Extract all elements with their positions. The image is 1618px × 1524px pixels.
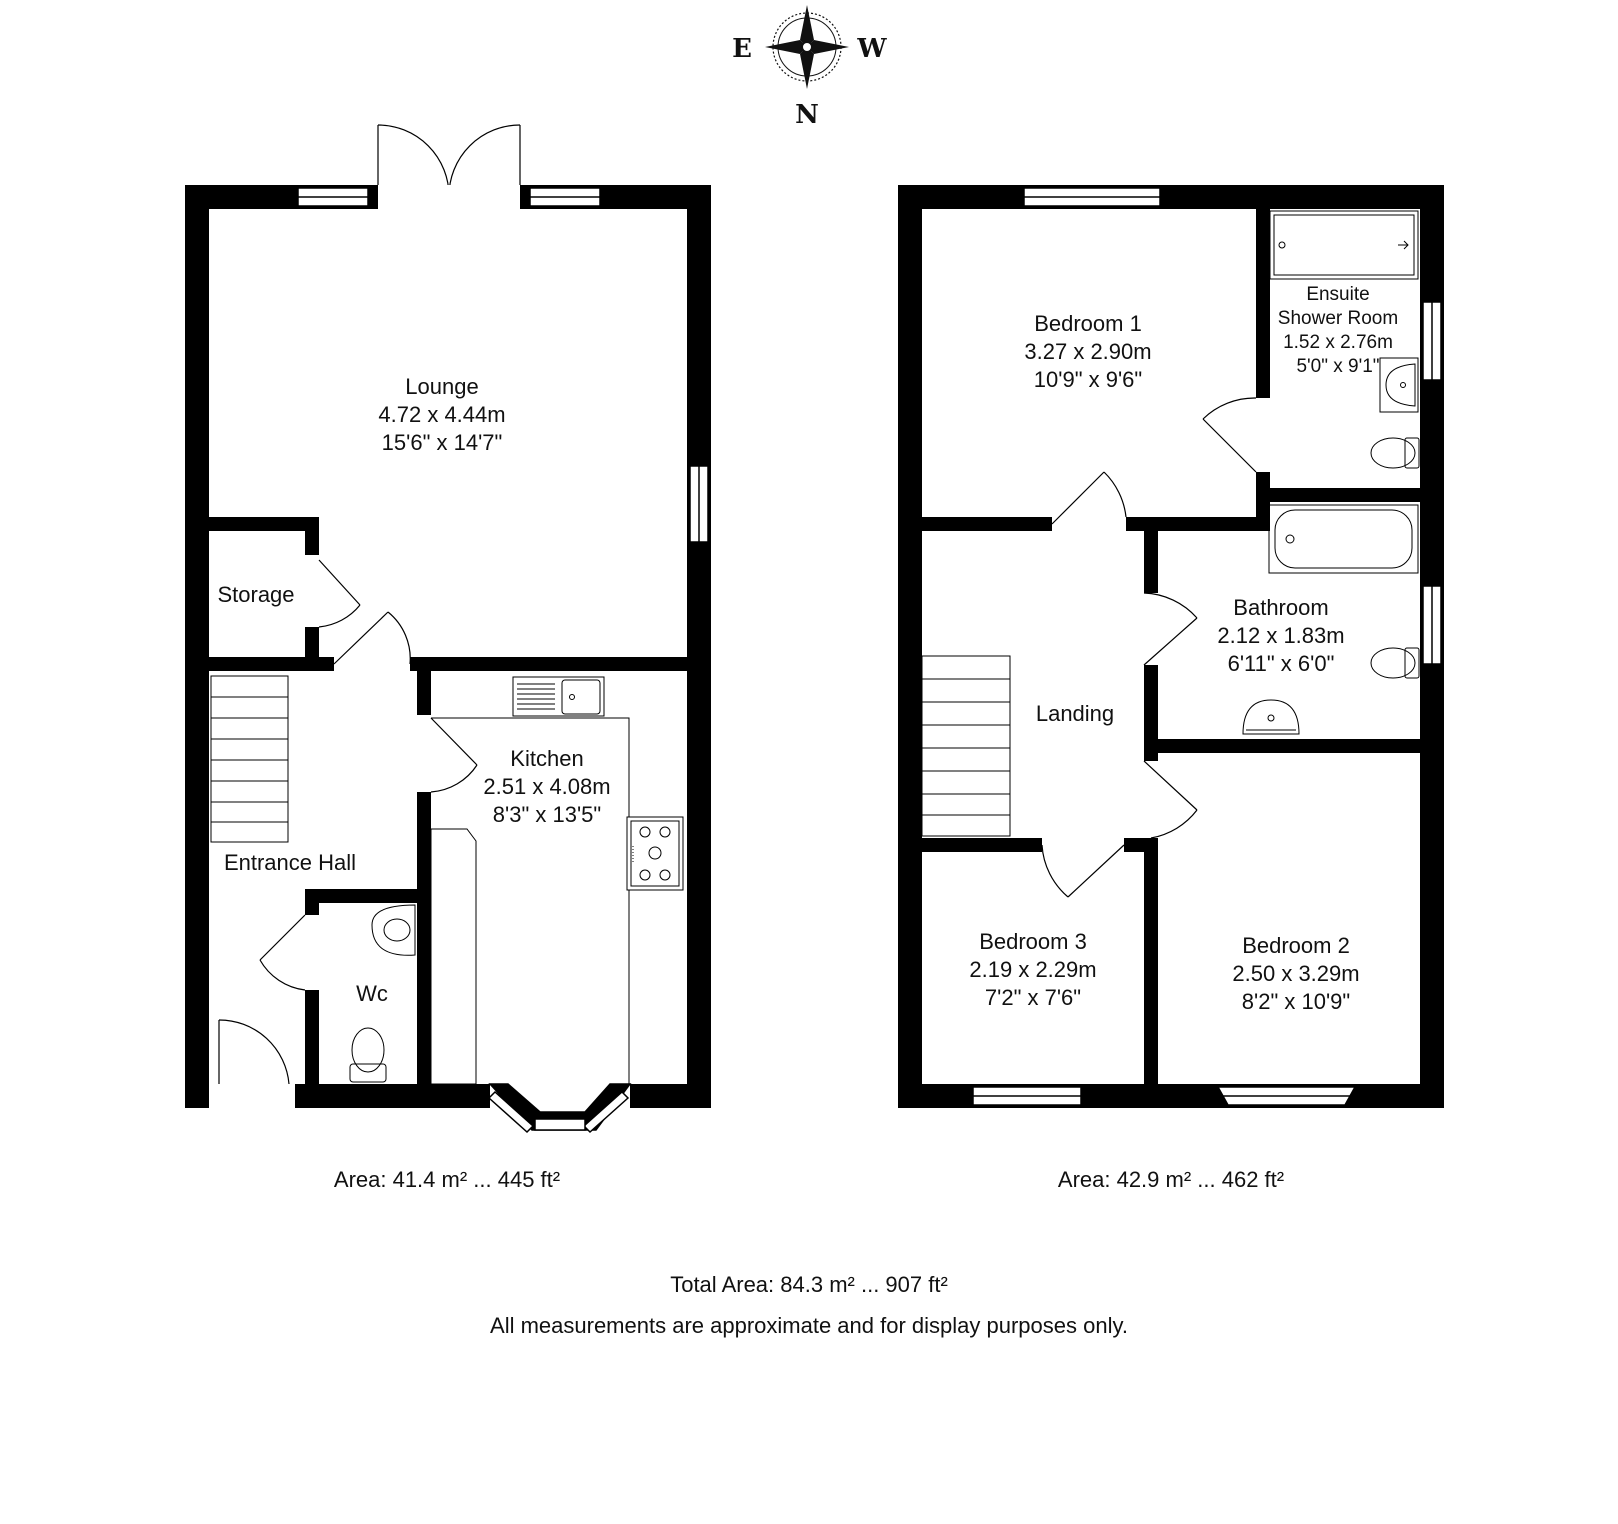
bathroom-imperial: 6'11" x 6'0": [1228, 651, 1335, 676]
ground-floor-windows: [297, 187, 709, 543]
kitchen-name: Kitchen: [510, 746, 583, 771]
bedroom3-label: Bedroom 3 2.19 x 2.29m 7'2" x 7'6": [969, 929, 1096, 1010]
compass-west-label: W: [856, 34, 887, 64]
bedroom1-label: Bedroom 1 3.27 x 2.90m 10'9" x 9'6": [1024, 311, 1151, 392]
bedroom2-metric: 2.50 x 3.29m: [1232, 961, 1359, 986]
first-floor-area: Area: 42.9 m² ... 462 ft²: [1058, 1167, 1284, 1192]
bedroom1-name: Bedroom 1: [1034, 311, 1142, 336]
bathroom-name: Bathroom: [1233, 595, 1328, 620]
ensuite-name-line2: Shower Room: [1278, 308, 1398, 329]
ground-floor-area: Area: 41.4 m² ... 445 ft²: [334, 1167, 560, 1192]
first-floor-stairs: [921, 655, 1011, 837]
ground-floor-doors: [259, 559, 478, 991]
french-doors: [377, 124, 521, 209]
entrance-hall-label: Entrance Hall: [224, 850, 356, 875]
ground-floor-plan: Lounge 4.72 x 4.44m 15'6" x 14'7" Storag…: [185, 124, 711, 1134]
ensuite-fittings: [1269, 210, 1420, 469]
bathroom-fittings: [1242, 504, 1420, 735]
kitchen-metric: 2.51 x 4.08m: [483, 774, 610, 799]
lounge-metric: 4.72 x 4.44m: [378, 402, 505, 427]
kitchen-imperial: 8'3" x 13'5": [493, 802, 601, 827]
lounge-imperial: 15'6" x 14'7": [382, 430, 503, 455]
front-door: [209, 1019, 295, 1108]
landing-label: Landing: [1036, 701, 1114, 726]
storage-label: Storage: [217, 582, 294, 607]
wc-label: Wc: [356, 981, 388, 1006]
bedroom3-metric: 2.19 x 2.29m: [969, 957, 1096, 982]
bedroom1-metric: 3.27 x 2.90m: [1024, 339, 1151, 364]
bay-window: [487, 1083, 632, 1134]
bedroom3-name: Bedroom 3: [979, 929, 1087, 954]
ensuite-label: Ensuite Shower Room 1.52 x 2.76m 5'0" x …: [1278, 284, 1398, 377]
first-floor-plan: Bedroom 1 3.27 x 2.90m 10'9" x 9'6" Ensu…: [898, 185, 1444, 1108]
bedroom3-imperial: 7'2" x 7'6": [985, 985, 1081, 1010]
bedroom2-imperial: 8'2" x 10'9": [1242, 989, 1350, 1014]
ground-floor-walls: [185, 185, 711, 1108]
bathroom-label: Bathroom 2.12 x 1.83m 6'11" x 6'0": [1217, 595, 1344, 676]
disclaimer: All measurements are approximate and for…: [490, 1313, 1128, 1338]
ensuite-metric: 1.52 x 2.76m: [1283, 332, 1393, 353]
lounge-label: Lounge 4.72 x 4.44m 15'6" x 14'7": [378, 374, 505, 455]
bedroom2-name: Bedroom 2: [1242, 933, 1350, 958]
wc-fittings: [349, 904, 416, 1083]
first-floor-doors: [1041, 397, 1257, 898]
ensuite-imperial: 5'0" x 9'1": [1296, 356, 1379, 377]
kitchen-label: Kitchen 2.51 x 4.08m 8'3" x 13'5": [483, 746, 610, 827]
bedroom2-label: Bedroom 2 2.50 x 3.29m 8'2" x 10'9": [1232, 933, 1359, 1014]
ground-floor-stairs: [210, 675, 289, 843]
lounge-name: Lounge: [405, 374, 478, 399]
compass-north-label: N: [795, 100, 819, 130]
first-floor-windows: [972, 187, 1442, 1106]
bedroom1-imperial: 10'9" x 9'6": [1034, 367, 1142, 392]
ensuite-name-line1: Ensuite: [1306, 284, 1369, 305]
compass-east-label: E: [732, 34, 752, 64]
bathroom-metric: 2.12 x 1.83m: [1217, 623, 1344, 648]
total-area: Total Area: 84.3 m² ... 907 ft²: [670, 1272, 948, 1297]
kitchen-fittings: [430, 676, 684, 1085]
compass-rose: E W N: [732, 5, 887, 130]
